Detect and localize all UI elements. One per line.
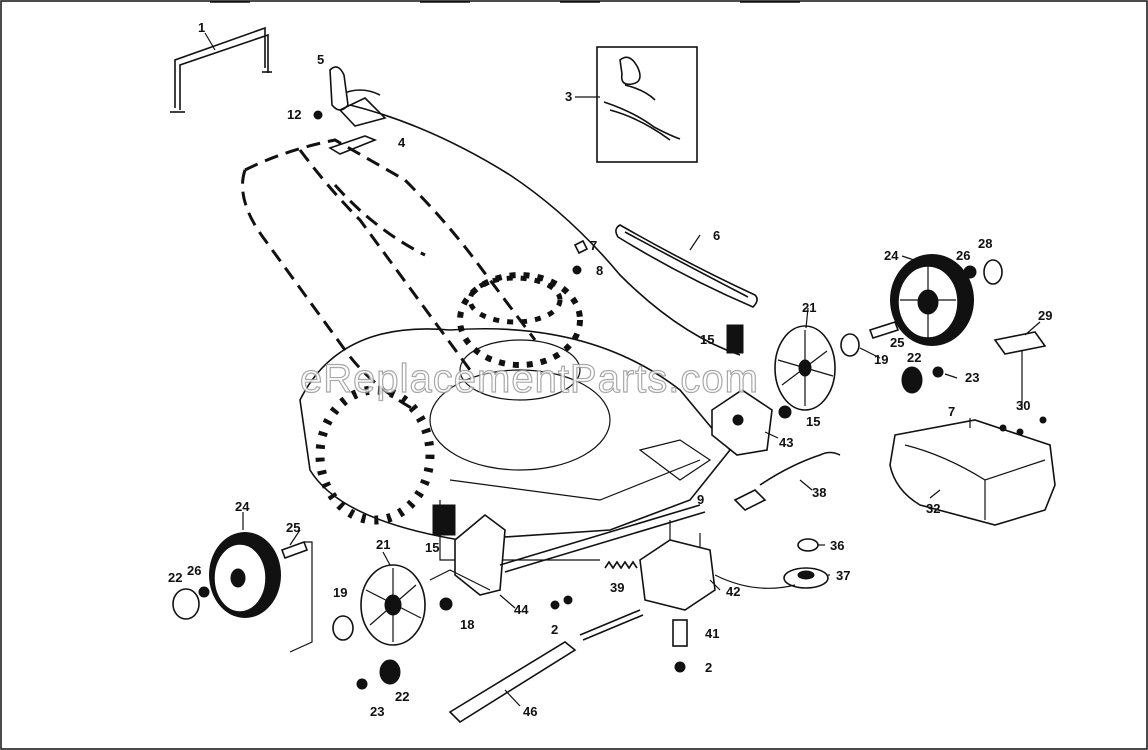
part-22-left [379,659,401,685]
callout-28: 28 [978,236,992,251]
part-21-gear-right [774,325,836,411]
part-2-nut [674,661,686,673]
callout-22b: 22 [168,570,182,585]
callout-2b: 2 [705,660,712,675]
callout-25a: 25 [890,335,904,350]
engine-outline [457,272,583,368]
part-23-left [356,678,368,690]
leader-lines [204,32,1041,707]
part-15-spring-b [432,504,456,536]
part-46-rod [448,641,577,724]
callout-3: 3 [565,89,572,104]
callout-4: 4 [398,135,406,150]
part-43-bracket [711,389,792,456]
callout-19b: 19 [333,585,347,600]
callout-22c: 22 [395,689,409,704]
part-1-bracket [170,26,272,113]
part-2-bolt-b [563,595,573,605]
callout-9: 9 [697,492,704,507]
part-28-cap [983,259,1003,285]
part-39-spring [604,560,638,570]
part-18 [439,597,453,611]
callout-24b: 24 [235,499,250,514]
callout-21a: 21 [802,300,816,315]
part-4 [328,135,378,155]
leader-left-axle [289,541,313,653]
belt-route [714,574,796,589]
callout-32: 32 [926,501,940,516]
callout-7b: 7 [948,404,955,419]
part-44-bracket [429,513,506,596]
callout-8: 8 [596,263,603,278]
callout-19a: 19 [874,352,888,367]
part-24-wheel-left [209,532,281,618]
callout-15c: 15 [425,540,439,555]
callout-1: 1 [198,20,205,35]
part-19-washer-right [840,333,860,357]
callout-25b: 25 [286,520,300,535]
part-41-spring [672,619,688,647]
callout-46: 46 [523,704,537,719]
part-36-pulley [797,538,819,552]
callout-29: 29 [1038,308,1052,323]
part-22-cap-left [172,588,200,620]
part-2-bolt-a [550,600,560,610]
part-15-spring-a [726,324,744,354]
callout-15a: 15 [700,332,714,347]
callout-38: 38 [812,485,826,500]
callout-43: 43 [779,435,793,450]
part-6-belt [615,224,758,308]
part-7-8 [572,239,589,275]
part-42-transmission [639,489,767,611]
part-25-right [868,321,900,339]
callout-23a: 23 [965,370,979,385]
callout-2a: 2 [551,622,558,637]
callout-22a: 22 [907,350,921,365]
part-32-guard [889,350,1056,526]
part-22-right [901,366,923,394]
part-24-wheel-right [890,254,974,346]
callout-26a: 26 [956,248,970,263]
callout-42: 42 [726,584,740,599]
callout-24a: 24 [884,248,899,263]
callout-6: 6 [713,228,720,243]
callout-21b: 21 [376,537,390,552]
axle-rod [499,504,706,573]
part-21-gear-left [360,564,426,646]
part-29-plate [993,331,1047,355]
part-26-left [198,586,210,598]
watermark-text: eReplacementParts.com [300,357,759,401]
callout-7a: 7 [590,238,597,253]
part-19-washer-left [332,615,354,641]
callout-12: 12 [287,107,301,122]
callout-23b: 23 [370,704,384,719]
part-23-right [932,366,944,378]
callout-26b: 26 [187,563,201,578]
callout-44: 44 [514,602,529,617]
part-37-pulley [783,567,829,589]
ghost-wheel [315,385,435,525]
callout-15b: 15 [806,414,820,429]
callout-36: 36 [830,538,844,553]
callout-39: 39 [610,580,624,595]
callout-18: 18 [460,617,474,632]
drive-shaft [579,609,644,641]
callout-30: 30 [1016,398,1030,413]
part-26-right [963,265,977,279]
callout-37: 37 [836,568,850,583]
part-25-left [280,540,309,560]
part-5-control [313,66,387,127]
mower-deck [299,327,732,561]
callout-41: 41 [705,626,719,641]
callout-labels: 1 5 12 4 3 7 8 6 15 21 24 26 28 25 19 22… [168,20,1052,719]
part-38-cable [759,451,841,486]
inset-box [596,46,698,163]
callout-5: 5 [317,52,324,67]
